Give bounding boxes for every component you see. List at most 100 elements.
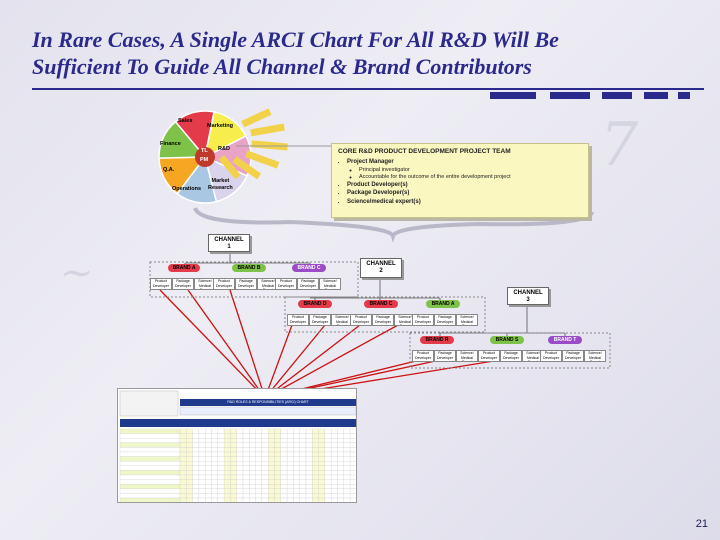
role-box: Package Developer (562, 350, 584, 362)
matrix-cell (205, 497, 212, 502)
matrix-cell (255, 461, 263, 466)
role-box: Package Developer (372, 314, 394, 326)
role-box: Package Developer (434, 350, 456, 362)
matrix-cell (261, 493, 269, 499)
channel-2-frame (284, 296, 486, 333)
matrix-cell (343, 497, 351, 502)
matrix-cell (343, 451, 351, 457)
matrix-cell (268, 428, 275, 434)
matrix-cell (349, 461, 356, 466)
matrix-cell (198, 428, 206, 434)
core-item-science-expert: Science/medical expert(s) (347, 198, 582, 207)
matrix-cell (211, 447, 218, 453)
matrix-cell (230, 465, 237, 471)
matrix-cell (318, 497, 326, 502)
matrix-cell (331, 470, 338, 476)
matrix-cell (268, 456, 275, 462)
matrix-cell (331, 438, 338, 443)
matrix-cell (186, 428, 193, 434)
matrix-cell (331, 447, 338, 453)
matrix-cell (198, 465, 206, 471)
matrix-cell (324, 493, 332, 499)
matrix-cell (305, 488, 313, 494)
matrix-cell (343, 470, 351, 476)
matrix-cell (286, 438, 294, 443)
matrix-cell (274, 433, 281, 439)
role-box: Product Developer (478, 350, 500, 362)
matrix-cell (230, 470, 237, 476)
matrix-cell (305, 465, 313, 471)
matrix-cell (324, 442, 332, 448)
matrix-cell (312, 484, 319, 489)
matrix-cell (305, 461, 313, 466)
matrix-cell (192, 465, 200, 471)
matrix-cell (305, 479, 313, 485)
matrix-cell (211, 497, 218, 502)
matrix-cell (305, 456, 313, 462)
matrix-cell (249, 447, 256, 453)
matrix-cell (274, 461, 281, 466)
matrix-cell (205, 447, 212, 453)
matrix-cell (249, 465, 256, 471)
matrix-cell (119, 456, 181, 462)
matrix-cell (186, 474, 193, 480)
matrix-cell (293, 474, 300, 480)
matrix-cell (324, 484, 332, 489)
matrix-cell (211, 484, 218, 489)
matrix-cell (261, 461, 269, 466)
rnd-fan (218, 108, 288, 180)
matrix-cell (299, 497, 307, 502)
matrix-cell (318, 456, 326, 462)
matrix-cell (249, 497, 256, 502)
matrix-cell (179, 433, 187, 439)
matrix-cell (337, 456, 344, 462)
matrix-cell (299, 493, 307, 499)
matrix-cell (337, 433, 344, 439)
matrix-cell (324, 474, 332, 480)
wheel-label-sales: Sales (178, 118, 193, 124)
matrix-cell (230, 433, 237, 439)
matrix-cell (349, 456, 356, 462)
matrix-cell (119, 438, 181, 443)
matrix-cell (318, 493, 326, 499)
matrix-cell (179, 447, 187, 453)
matrix-cell (223, 433, 231, 439)
matrix-cell (343, 456, 351, 462)
matrix-cell (299, 442, 307, 448)
matrix-cell (280, 484, 288, 489)
matrix-cell (198, 488, 206, 494)
matrix-cell (337, 438, 344, 443)
matrix-cell (230, 488, 237, 494)
slide-number: 21 (695, 518, 708, 530)
matrix-cell (274, 479, 281, 485)
matrix-cell (230, 428, 237, 434)
matrix-cell (312, 456, 319, 462)
arci-matrix-grid (119, 390, 356, 502)
matrix-cell (217, 479, 225, 485)
matrix-cell (192, 479, 200, 485)
matrix-cell (349, 493, 356, 499)
matrix-cell (280, 470, 288, 476)
matrix-cell (274, 428, 281, 434)
matrix-cell (299, 465, 307, 471)
title-line-2: Sufficient To Guide All Channel & Brand … (32, 54, 532, 79)
matrix-cell (299, 484, 307, 489)
matrix-cell (249, 442, 256, 448)
matrix-cell (293, 433, 300, 439)
matrix-cell (205, 474, 212, 480)
matrix-cell (119, 488, 181, 494)
matrix-cell (268, 497, 275, 502)
matrix-cell (324, 497, 332, 502)
matrix-cell (249, 470, 256, 476)
connector-line (229, 289, 266, 399)
matrix-cell (349, 447, 356, 453)
matrix-cell (192, 474, 200, 480)
matrix-cell (119, 442, 181, 448)
matrix-cell (236, 465, 244, 471)
role-box: Package Developer (172, 278, 194, 290)
matrix-cell (211, 442, 218, 448)
matrix-cell (186, 447, 193, 453)
matrix-cell (179, 493, 187, 499)
